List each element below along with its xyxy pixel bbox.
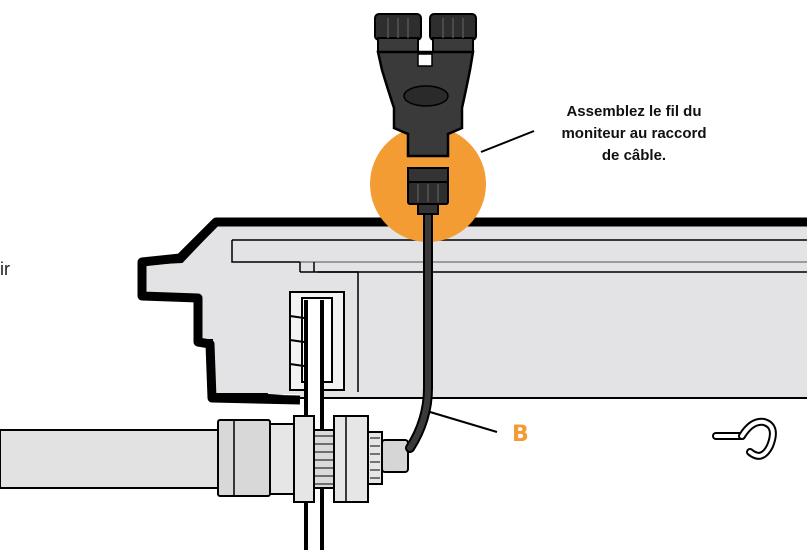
hook-icon bbox=[712, 417, 777, 460]
callout-line-1: Assemblez le fil du bbox=[566, 103, 702, 120]
b-leader-line bbox=[429, 411, 498, 433]
pipe bbox=[0, 429, 223, 489]
housing bbox=[137, 217, 807, 405]
cable-connector bbox=[374, 13, 477, 215]
cut-off-text: ir bbox=[0, 259, 10, 279]
pipe-fitting bbox=[217, 415, 409, 503]
monitor-cable bbox=[405, 205, 433, 453]
callout-text: Assemblez le fil du moniteur au raccord … bbox=[528, 101, 740, 167]
callout-leader-line bbox=[480, 130, 535, 153]
callout-line-3: de câble. bbox=[601, 147, 667, 164]
label-b: B bbox=[512, 422, 529, 447]
callout-line-2: moniteur au raccord bbox=[561, 125, 707, 142]
